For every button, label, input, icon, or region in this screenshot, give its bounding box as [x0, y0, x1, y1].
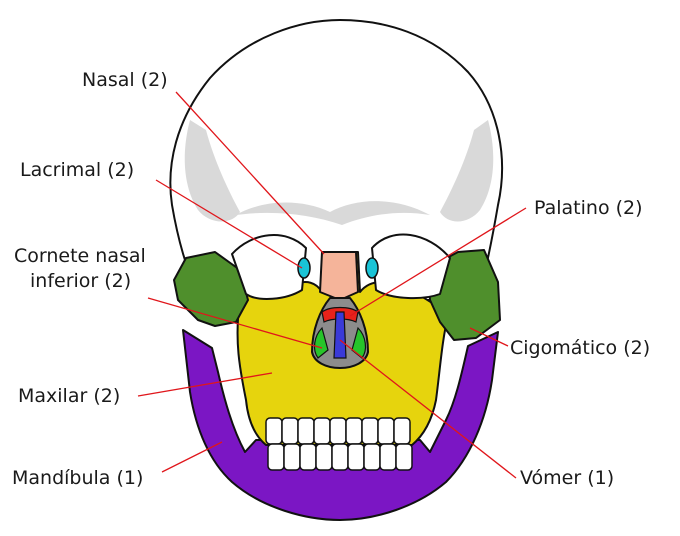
label-mandibula: Mandíbula (1): [12, 467, 143, 489]
label-lacrimal: Lacrimal (2): [20, 159, 134, 181]
tooth: [393, 417, 411, 445]
label-cornete-line2: inferior (2): [30, 270, 131, 292]
label-maxilar: Maxilar (2): [18, 385, 120, 407]
tooth: [313, 417, 331, 445]
tooth: [331, 443, 349, 471]
leader-palatino: [349, 207, 527, 317]
cranium-shadow-left: [184, 120, 240, 222]
lacrimal-left: [297, 257, 311, 279]
tooth: [347, 443, 365, 471]
leader-maxilar: [137, 372, 273, 397]
tooth: [361, 417, 379, 445]
vomer: [333, 311, 347, 359]
brow-shadow: [236, 201, 430, 225]
cranium: [169, 19, 503, 301]
tooth: [379, 443, 397, 471]
tooth: [281, 417, 299, 445]
leader-cigomatico: [469, 327, 509, 347]
label-cornete-line1: Cornete nasal: [14, 245, 146, 267]
leader-nasal: [175, 91, 325, 255]
label-palatino: Palatino (2): [534, 197, 643, 219]
mandible: [182, 329, 499, 521]
label-nasal: Nasal (2): [82, 69, 168, 91]
label-vomer: Vómer (1): [520, 467, 614, 489]
leader-lines: [137, 91, 527, 479]
label-cigomatico: Cigomático (2): [510, 337, 650, 359]
leader-lacrimal: [155, 179, 303, 269]
tooth: [267, 443, 285, 471]
inferior-concha-left: [313, 326, 329, 359]
tooth: [265, 417, 283, 445]
leader-mandibula: [161, 441, 223, 473]
tooth: [345, 417, 363, 445]
lacrimal-right: [365, 257, 379, 279]
tooth: [363, 443, 381, 471]
teeth: [265, 417, 413, 471]
leader-vomer: [339, 339, 517, 479]
tooth: [315, 443, 333, 471]
nasal-bone: [319, 251, 359, 301]
orbit-right: [371, 233, 451, 300]
leader-cornete: [147, 297, 323, 349]
tooth: [329, 417, 347, 445]
tooth: [283, 443, 301, 471]
cranium-shadow-right: [440, 120, 494, 222]
zygomatic-left: [173, 251, 249, 327]
tooth: [297, 417, 315, 445]
tooth: [377, 417, 395, 445]
tooth: [299, 443, 317, 471]
tooth: [395, 443, 413, 471]
